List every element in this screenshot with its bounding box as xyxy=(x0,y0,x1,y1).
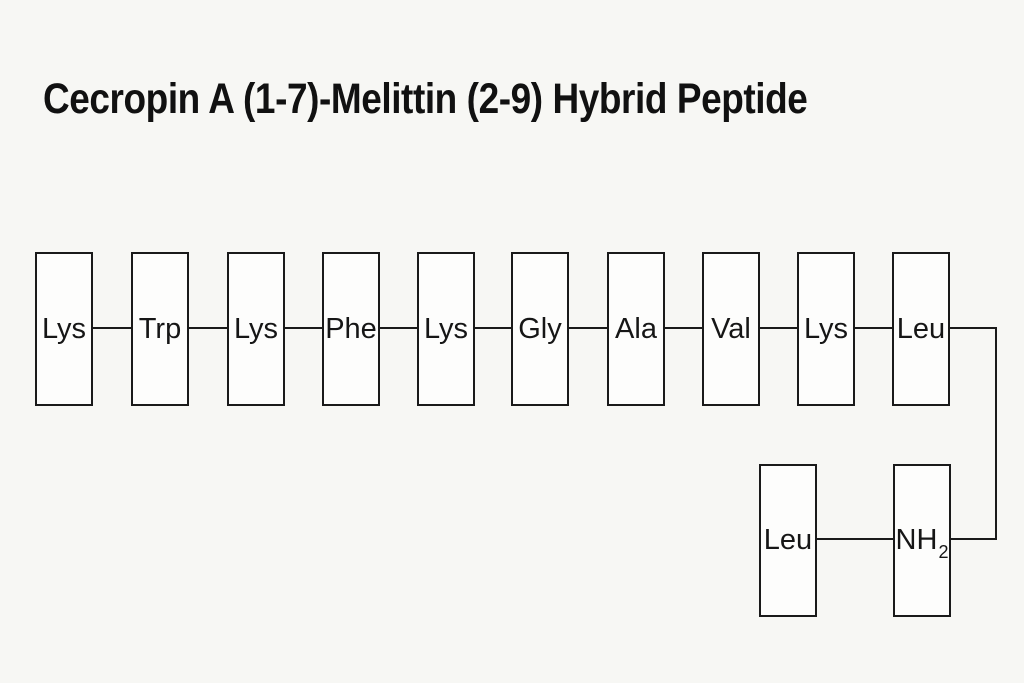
chain-wrap-connector xyxy=(995,327,997,540)
residue-label: Leu xyxy=(763,524,813,556)
residue-box: Leu xyxy=(759,464,817,617)
residue-box: Lys xyxy=(227,252,285,406)
residue-label-subscript: 2 xyxy=(938,541,949,562)
peptide-bond-connector xyxy=(817,538,893,540)
chain-wrap-connector xyxy=(951,538,997,540)
residue-box: Lys xyxy=(797,252,855,406)
residue-box: Phe xyxy=(322,252,380,406)
residue-box: Trp xyxy=(131,252,189,406)
residue-box: Ala xyxy=(607,252,665,406)
residue-box: Val xyxy=(702,252,760,406)
residue-box: Lys xyxy=(35,252,93,406)
residue-label: Lys xyxy=(803,312,849,345)
peptide-bond-connector xyxy=(285,327,322,329)
residue-label: Lys xyxy=(233,312,279,345)
residue-box: Lys xyxy=(417,252,475,406)
residue-label: Ala xyxy=(615,312,657,345)
residue-label: Lys xyxy=(41,312,87,345)
peptide-bond-connector xyxy=(569,327,607,329)
peptide-bond-connector xyxy=(189,327,227,329)
diagram-title: Cecropin A (1-7)-Melittin (2-9) Hybrid P… xyxy=(43,75,808,123)
residue-label: Gly xyxy=(518,312,562,345)
residue-label: Val xyxy=(711,312,751,345)
residue-label: NH xyxy=(895,524,938,556)
residue-label: Trp xyxy=(138,312,182,345)
peptide-bond-connector xyxy=(665,327,702,329)
peptide-bond-connector xyxy=(760,327,797,329)
residue-box: Leu xyxy=(892,252,950,406)
chain-wrap-connector xyxy=(950,327,997,329)
residue-label: Leu xyxy=(896,312,946,345)
peptide-bond-connector xyxy=(475,327,511,329)
residue-label: Lys xyxy=(423,312,469,345)
peptide-bond-connector xyxy=(93,327,131,329)
residue-box: Gly xyxy=(511,252,569,406)
residue-label: Phe xyxy=(325,312,377,345)
peptide-bond-connector xyxy=(380,327,417,329)
peptide-bond-connector xyxy=(855,327,892,329)
